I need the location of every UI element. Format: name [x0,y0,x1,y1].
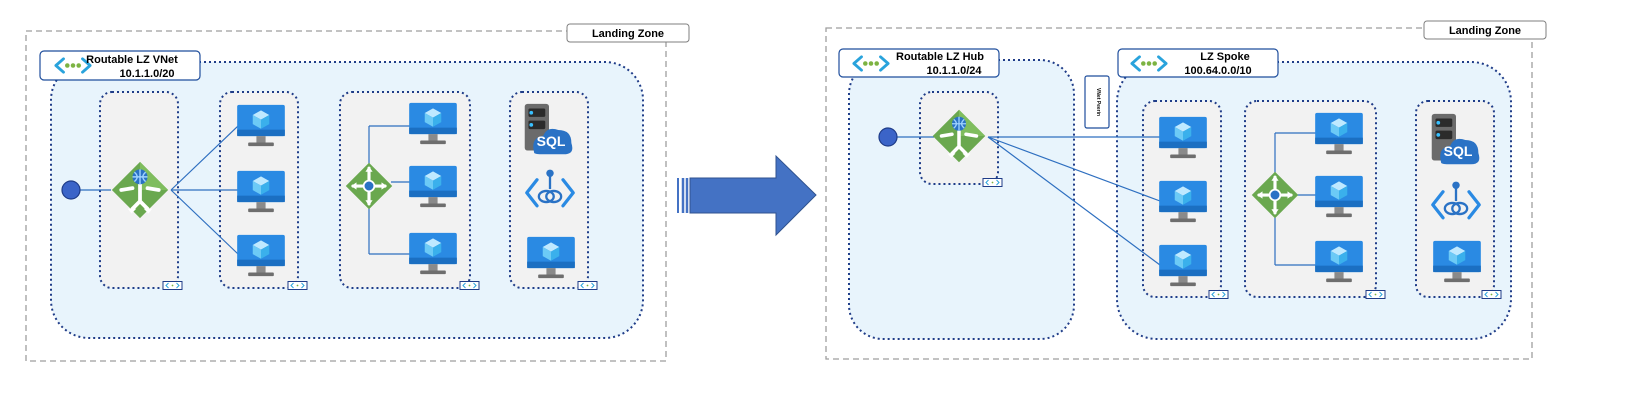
hub-vnet-box [848,59,1075,340]
subnet-badge-icon [1208,290,1229,299]
subnet-badge-icon [577,281,598,290]
gateway-endpoint-icon [878,127,898,147]
vnet-peering-label: VNet Peerin [1095,88,1101,116]
right-zone-label: Landing Zone [1449,25,1521,37]
left-vnet-tag [39,50,201,81]
sql-label: SQL [537,133,566,149]
hub-vnet-cidr: 10.1.1.0/24 [926,65,982,77]
left-landing-zone: Landing Zone Routable LZ VNet 10.1.1.0/2… [25,23,690,362]
right-connectors [897,132,1316,266]
right-zone-border [825,27,1533,360]
left-vnet-name: Routable LZ VNet [86,54,178,66]
left-zone-label: Landing Zone [592,28,664,40]
right-landing-zone: Landing Zone Routable LZ Hub 10.1.1.0/24… [825,20,1547,360]
gateway-endpoint-icon [61,180,81,200]
spoke-vnet-name: LZ Spoke [1200,51,1250,63]
subnet-badge-icon [162,281,183,290]
subnet-badge-icon [1481,290,1502,299]
subnet-badge-icon [287,281,308,290]
left-vnet-cidr: 10.1.1.0/20 [119,68,174,80]
left-zone-border [25,30,667,362]
transition-arrow [677,154,817,237]
sql-label: SQL [1444,143,1473,159]
hub-vnet-tag [838,48,1000,78]
subnet-badge-icon [982,178,1003,187]
subnet-badge-icon [1365,290,1386,299]
right-zone-tag [1423,20,1547,40]
spoke-vnet-cidr: 100.64.0.0/10 [1184,65,1251,77]
left-zone-tag [566,23,690,43]
hub-vnet-name: Routable LZ Hub [896,51,984,63]
subnet-badge-icon [459,281,480,290]
vnet-peering-tag [1084,75,1110,129]
